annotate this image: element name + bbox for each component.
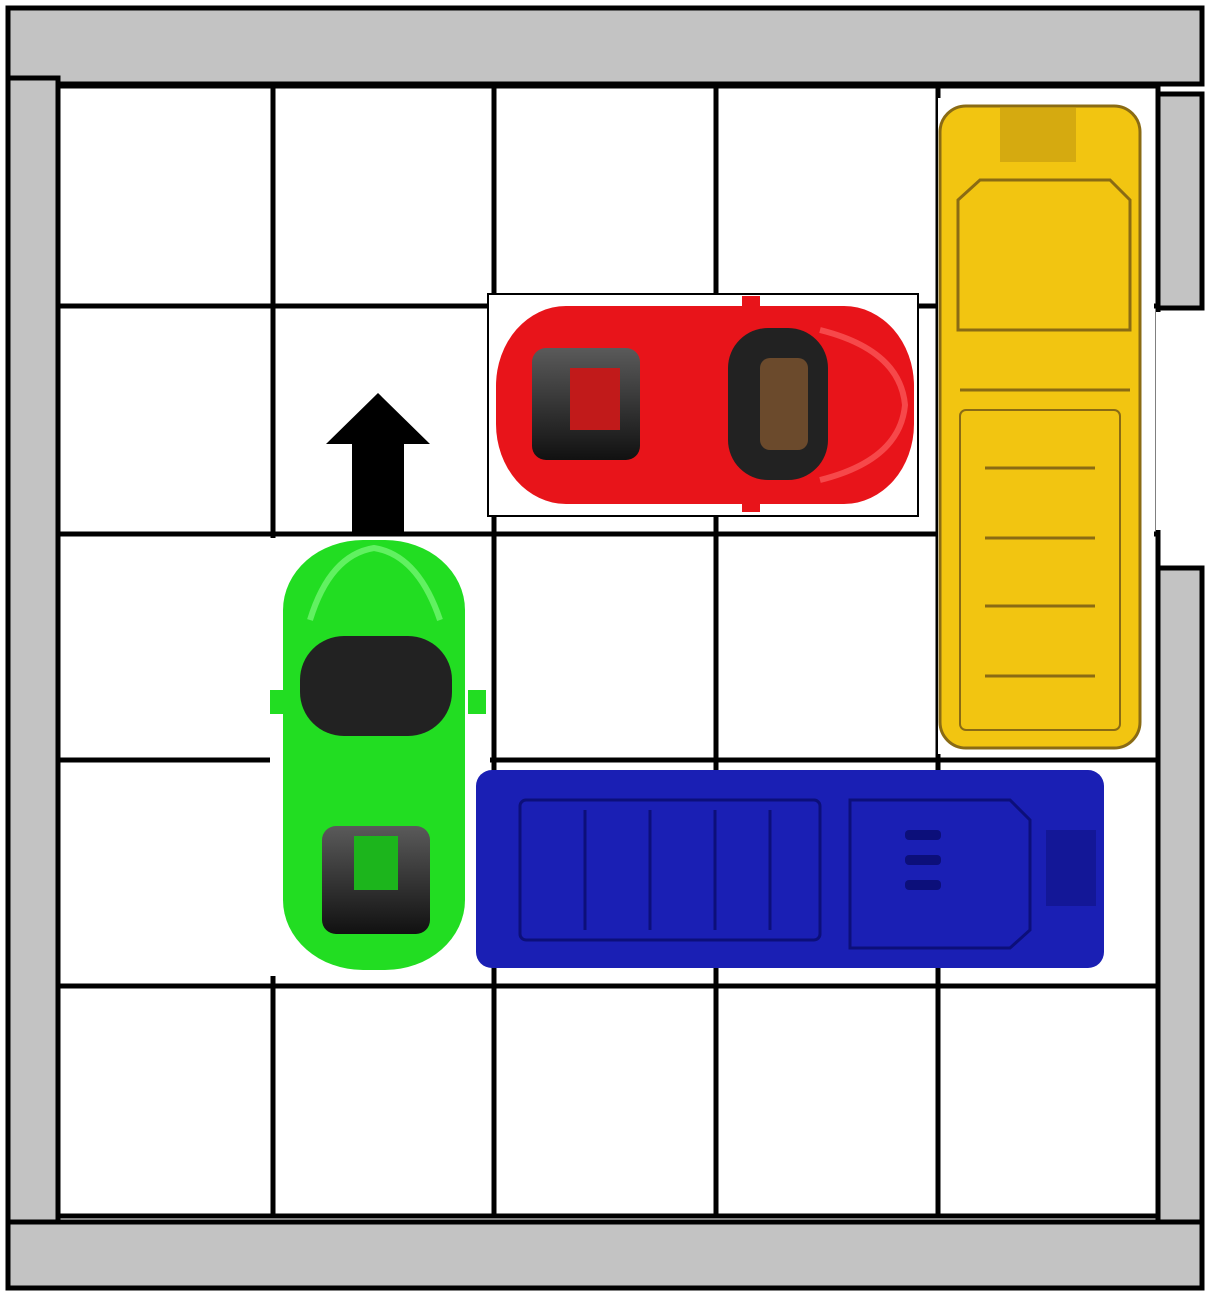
red-car-mirror-top (742, 296, 760, 312)
yellow-truck-grille (1000, 108, 1076, 162)
green-car[interactable] (270, 538, 490, 976)
blue-truck-seat-2 (905, 855, 941, 865)
blue-truck-grille (1046, 830, 1096, 906)
green-car-engine-detail (354, 836, 398, 890)
blue-truck-seat-1 (905, 830, 941, 840)
top-wall (8, 8, 1202, 84)
red-car-interior (760, 358, 808, 450)
yellow-truck[interactable] (938, 98, 1154, 754)
bottom-wall (8, 1222, 1202, 1288)
right-wall-lower (1158, 568, 1202, 1222)
up-arrow-icon (326, 393, 430, 532)
red-car-engine-detail (570, 368, 620, 430)
green-car-mirror-right (468, 690, 486, 714)
yellow-truck-body (940, 106, 1140, 748)
exit-gap (1156, 312, 1205, 530)
left-wall (8, 78, 58, 1224)
green-car-mirror-left (270, 690, 288, 714)
blue-truck[interactable] (476, 770, 1104, 968)
green-car-windshield (300, 636, 452, 736)
red-car[interactable] (488, 294, 918, 516)
right-wall-upper (1158, 94, 1202, 308)
red-car-mirror-bottom (742, 496, 760, 512)
blue-truck-seat-3 (905, 880, 941, 890)
